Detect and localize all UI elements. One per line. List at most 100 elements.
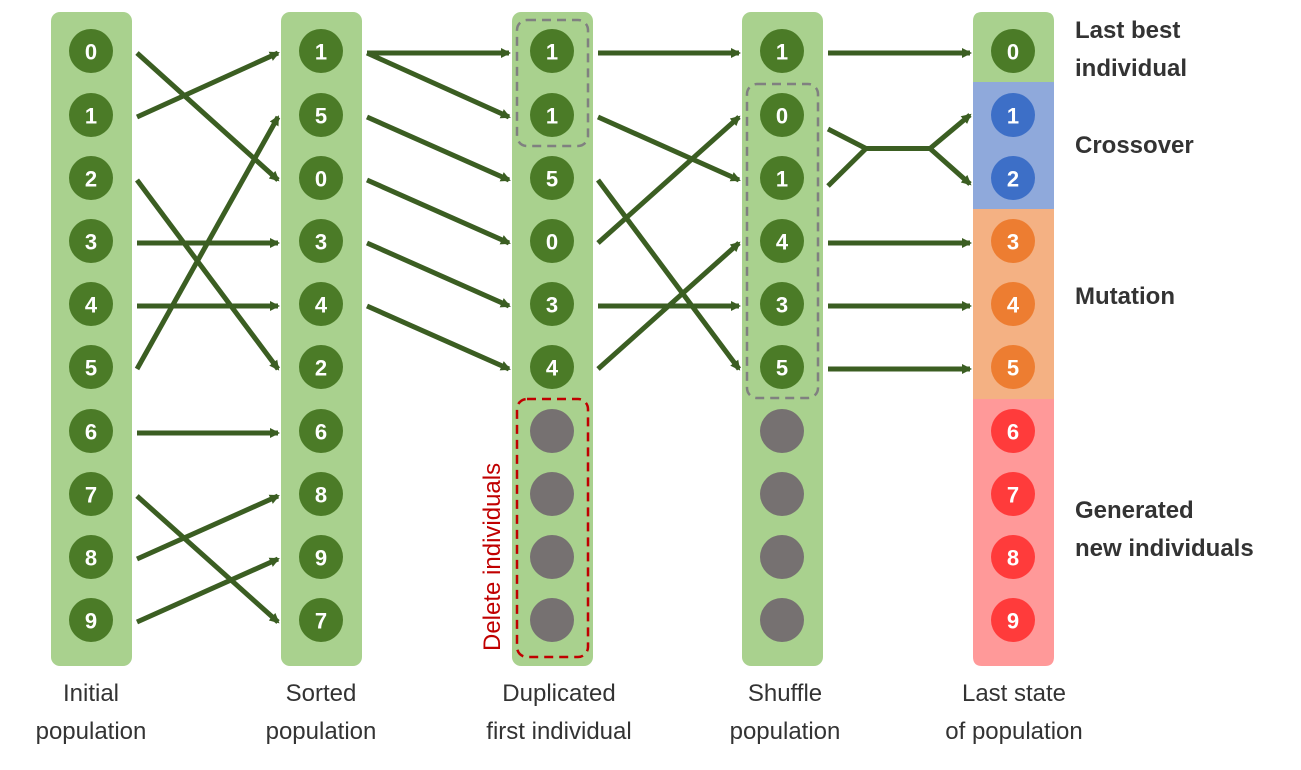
individual-circle: [299, 535, 343, 579]
individual-id: 4: [1007, 293, 1020, 318]
crossover-split-arrow: [928, 113, 972, 151]
individual-circle: [69, 345, 113, 389]
individual-circle: [299, 472, 343, 516]
initial-node-9: 9: [69, 598, 113, 642]
individual-id: 0: [1007, 40, 1019, 65]
individual-circle: [299, 219, 343, 263]
nodes: 0123456789150342689711503410143501234567…: [69, 29, 1035, 642]
last-node-8: 8: [991, 535, 1035, 579]
duplicated-node-6: [530, 409, 574, 453]
individual-id: 5: [1007, 356, 1019, 381]
initial-node-6: 6: [69, 409, 113, 453]
sorted-node-3: 3: [299, 219, 343, 263]
individual-circle: [991, 345, 1035, 389]
arrows: [134, 48, 972, 625]
crossover-merge-line: [826, 146, 868, 188]
individual-circle: [69, 156, 113, 200]
empty-slot-circle: [530, 598, 574, 642]
duplicated-label-2: first individual: [486, 718, 631, 745]
transition-arrow: [365, 177, 511, 246]
initial-node-0: 0: [69, 29, 113, 73]
individual-id: 0: [85, 40, 97, 65]
empty-slot-circle: [530, 409, 574, 453]
individual-circle: [530, 282, 574, 326]
side-labels: Last best individual Crossover Mutation …: [1075, 17, 1254, 562]
individual-id: 7: [1007, 483, 1019, 508]
last-label-1: Last state: [962, 680, 1066, 707]
duplicated-node-7: [530, 472, 574, 516]
transition-arrow: [134, 178, 281, 371]
individual-circle: [299, 29, 343, 73]
individual-circle: [69, 409, 113, 453]
individual-id: 1: [546, 40, 558, 65]
crossover-merge-line: [826, 126, 868, 151]
shuffle-node-1: 0: [760, 93, 804, 137]
individual-circle: [69, 598, 113, 642]
individual-id: 5: [776, 356, 788, 381]
sorted-node-0: 1: [299, 29, 343, 73]
transition-arrow: [365, 303, 511, 372]
individual-circle: [299, 93, 343, 137]
generated-segment: [973, 399, 1054, 666]
individual-circle: [69, 535, 113, 579]
empty-slot-circle: [530, 472, 574, 516]
duplicated-node-9: [530, 598, 574, 642]
generated-label-2: new individuals: [1075, 535, 1254, 562]
mutation-label: Mutation: [1075, 283, 1175, 310]
individual-id: 3: [776, 293, 788, 318]
duplicated-label-1: Duplicated: [502, 680, 615, 707]
sorted-node-8: 9: [299, 535, 343, 579]
individual-id: 0: [776, 104, 788, 129]
duplicated-node-0: 1: [530, 29, 574, 73]
individual-id: 4: [776, 230, 789, 255]
initial-node-4: 4: [69, 282, 113, 326]
transition-arrow: [135, 556, 280, 625]
sorted-node-7: 8: [299, 472, 343, 516]
last-node-3: 3: [991, 219, 1035, 263]
individual-circle: [760, 93, 804, 137]
initial-label-2: population: [36, 718, 147, 745]
individual-circle: [530, 219, 574, 263]
empty-slot-circle: [760, 409, 804, 453]
sorted-node-5: 2: [299, 345, 343, 389]
individual-id: 8: [1007, 546, 1019, 571]
individual-id: 4: [85, 293, 98, 318]
duplicate-highlight-box: [515, 18, 590, 148]
individual-id: 1: [315, 40, 327, 65]
initial-node-1: 1: [69, 93, 113, 137]
individual-circle: [760, 156, 804, 200]
duplicated-node-2: 5: [530, 156, 574, 200]
transition-arrow: [135, 51, 280, 182]
duplicated-node-8: [530, 535, 574, 579]
sorted-node-9: 7: [299, 598, 343, 642]
empty-slot-circle: [760, 598, 804, 642]
empty-slot-circle: [530, 535, 574, 579]
empty-slot-circle: [760, 472, 804, 516]
shuffle-node-3: 4: [760, 219, 804, 263]
last-node-6: 6: [991, 409, 1035, 453]
individual-id: 9: [315, 546, 327, 571]
individual-id: 9: [1007, 609, 1019, 634]
duplicated-node-3: 0: [530, 219, 574, 263]
individual-id: 5: [85, 356, 97, 381]
individual-circle: [991, 282, 1035, 326]
sorted-label-1: Sorted: [286, 680, 357, 707]
last-label-2: of population: [945, 718, 1082, 745]
transition-arrow: [596, 241, 741, 371]
sorted-node-2: 0: [299, 156, 343, 200]
individual-circle: [760, 29, 804, 73]
last-node-2: 2: [991, 156, 1035, 200]
individual-id: 3: [1007, 230, 1019, 255]
crossover-label: Crossover: [1075, 132, 1194, 159]
delete-highlight-box: [515, 397, 590, 659]
shuffle-node-8: [760, 535, 804, 579]
last-node-7: 7: [991, 472, 1035, 516]
individual-circle: [530, 345, 574, 389]
crossover-group-box: [745, 82, 820, 400]
individual-id: 7: [85, 483, 97, 508]
transition-arrow: [596, 114, 741, 183]
individual-id: 8: [85, 546, 97, 571]
individual-id: 4: [546, 356, 559, 381]
individual-circle: [299, 282, 343, 326]
